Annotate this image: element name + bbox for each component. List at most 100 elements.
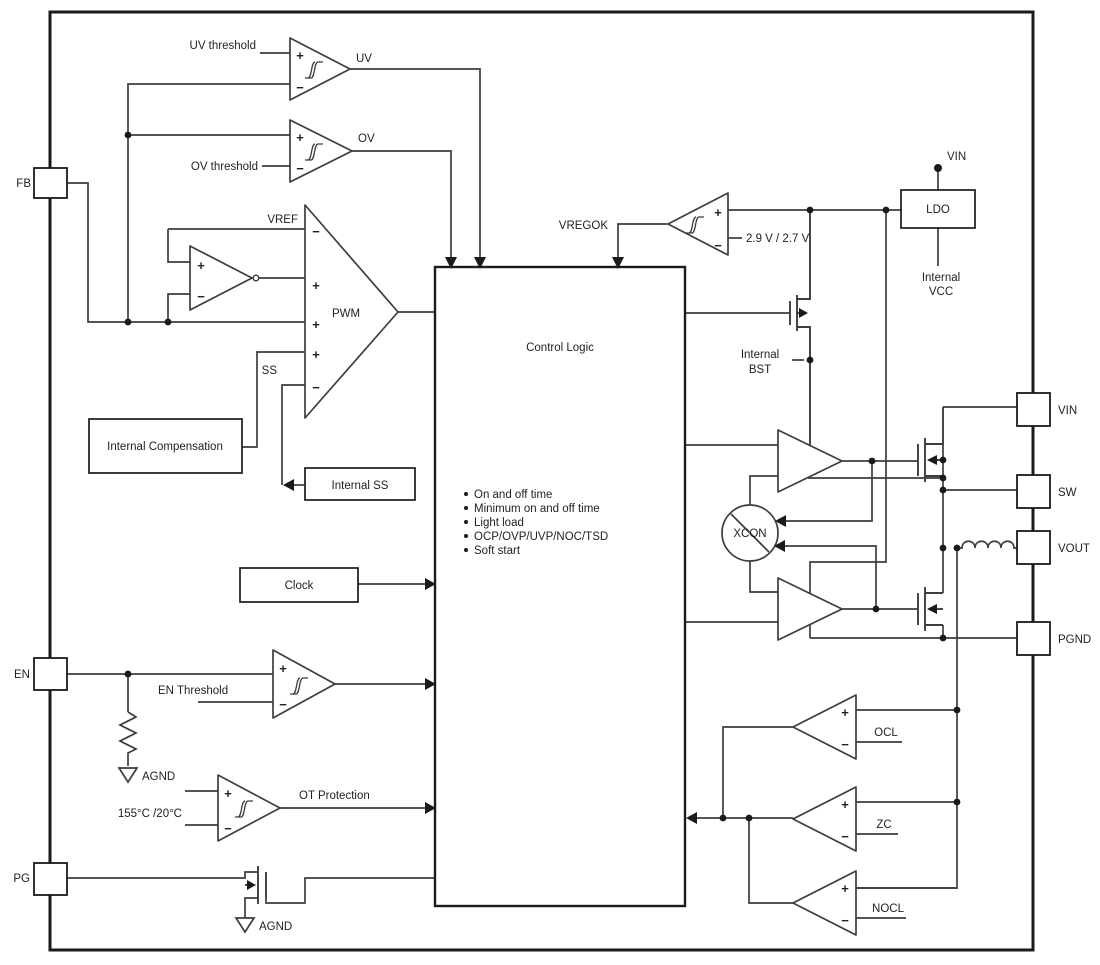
labels: FB EN PG VIN SW VOUT PGND UV threshold U… xyxy=(13,40,1091,933)
pgnd-pin xyxy=(1016,621,1051,656)
internal-compensation-label: Internal Compensation xyxy=(107,441,223,453)
ov-label: OV xyxy=(358,133,375,145)
temp-threshold-label: 155°C /20°C xyxy=(118,808,182,820)
wire-uv-out xyxy=(350,68,481,258)
sw-pin xyxy=(1016,474,1051,509)
vref-label: VREF xyxy=(267,214,298,226)
wire-ss-input xyxy=(281,384,305,485)
clock-label: Clock xyxy=(285,580,314,592)
fb-pin xyxy=(33,167,68,199)
zc-label: ZC xyxy=(876,819,891,831)
low-side-mosfet xyxy=(917,587,943,631)
nocl-minus: − xyxy=(841,913,849,928)
agnd-symbol-en xyxy=(117,767,139,784)
vout-pin-label: VOUT xyxy=(1058,543,1090,555)
clock-box xyxy=(239,567,359,603)
wire-fb xyxy=(67,182,305,323)
en-minus: − xyxy=(279,697,287,712)
wire-ov-out xyxy=(352,150,452,258)
ot-protection-label: OT Protection xyxy=(299,790,370,802)
vregok-label: VREGOK xyxy=(559,220,609,232)
ot-plus: + xyxy=(224,786,232,801)
internal-vcc-label-2: VCC xyxy=(929,286,953,298)
wire-xcon-bottom xyxy=(749,561,778,593)
pwm-minus-2: − xyxy=(312,380,320,395)
wire-fb-to-uv xyxy=(127,83,290,322)
wire-nocl-out xyxy=(748,818,793,904)
pg-mosfet xyxy=(245,866,267,904)
en-plus: + xyxy=(279,661,287,676)
wire-pg-source xyxy=(244,897,258,918)
wire-erramp-plus xyxy=(167,229,190,263)
uv-minus: − xyxy=(296,80,304,95)
agnd-en-label: AGND xyxy=(142,771,175,783)
zc-minus: − xyxy=(841,829,849,844)
control-logic-bullet: Light load xyxy=(474,517,524,529)
ocl-plus: + xyxy=(841,705,849,720)
pwm-plus-2: + xyxy=(312,317,320,332)
fb-pin-label: FB xyxy=(16,178,31,190)
uv-comparator xyxy=(289,37,351,101)
ov-minus: − xyxy=(296,161,304,176)
ocl-label: OCL xyxy=(874,727,898,739)
agnd-symbol-pg xyxy=(234,917,256,934)
xcon-diagonal xyxy=(730,513,770,553)
control-logic-title: Control Logic xyxy=(526,342,594,354)
nocl-comparator xyxy=(792,870,857,936)
wire-pg-gate xyxy=(265,877,435,904)
control-logic-bullet: Minimum on and off time xyxy=(474,503,600,515)
vreg-threshold-label: 2.9 V / 2.7 V xyxy=(746,233,810,245)
ocl-minus: − xyxy=(841,737,849,752)
en-pin-label: EN xyxy=(14,669,30,681)
analog-blocks xyxy=(189,37,857,936)
wires xyxy=(67,52,1017,919)
vin-top-label: VIN xyxy=(947,151,966,163)
control-logic-box xyxy=(433,265,687,908)
pwm-plus-1: + xyxy=(312,278,320,293)
pwm-minus-1: − xyxy=(312,224,320,239)
internal-bst-label-1: Internal xyxy=(741,349,779,361)
wire-erramp-minus xyxy=(167,293,190,322)
erramp-minus: − xyxy=(197,289,205,304)
vregok-plus: + xyxy=(714,205,722,220)
bst-mosfet xyxy=(789,210,811,446)
ldo-box xyxy=(900,189,976,229)
error-amp-output-node xyxy=(252,274,260,282)
pwm-comparator xyxy=(304,204,399,419)
wire-vregok-out xyxy=(617,223,668,258)
error-amp xyxy=(189,245,253,311)
pg-pin xyxy=(33,862,68,896)
sw-pin-label: SW xyxy=(1058,487,1077,499)
zc-plus: + xyxy=(841,797,849,812)
en-threshold-label: EN Threshold xyxy=(158,685,228,697)
ov-comparator xyxy=(289,119,353,183)
wire-xcon-feed-upper xyxy=(786,461,873,522)
control-logic-bullet: On and off time xyxy=(474,489,552,501)
ot-comparator xyxy=(217,774,281,842)
erramp-plus: + xyxy=(197,258,205,273)
ot-minus: − xyxy=(224,821,232,836)
uv-label: UV xyxy=(356,53,372,65)
ov-threshold-label: OV threshold xyxy=(191,161,258,173)
vout-pin xyxy=(1016,530,1051,565)
high-side-mosfet xyxy=(917,407,944,482)
wire-comp-input xyxy=(242,351,305,448)
ldo-label: LDO xyxy=(926,204,950,216)
internal-ss-box xyxy=(304,467,416,501)
internal-vcc-label-1: Internal xyxy=(922,272,960,284)
nocl-label: NOCL xyxy=(872,903,905,915)
agnd-pg-label: AGND xyxy=(259,921,292,933)
ss-label: SS xyxy=(262,365,278,377)
en-pin xyxy=(33,657,68,691)
resistor xyxy=(118,711,138,766)
wire-vcc-rail xyxy=(809,210,887,638)
ocl-comparator xyxy=(792,694,857,760)
arrowheads xyxy=(283,257,786,824)
pwm-label: PWM xyxy=(332,308,360,320)
en-comparator xyxy=(272,649,336,719)
wire-xcon-top xyxy=(749,475,778,505)
pg-pin-label: PG xyxy=(13,873,30,885)
zc-comparator xyxy=(792,786,857,852)
low-side-driver xyxy=(777,577,843,641)
nocl-plus: + xyxy=(841,881,849,896)
